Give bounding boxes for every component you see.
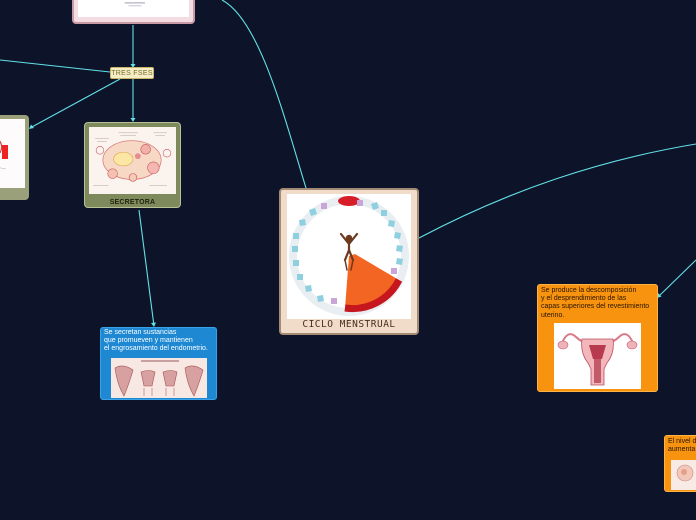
endometrium-image	[111, 358, 207, 398]
central-topic[interactable]: CICLO MENSTRUAL	[279, 188, 419, 335]
arrowhead-left	[29, 124, 34, 129]
connector-left-to-tres	[0, 59, 111, 73]
central-label: CICLO MENSTRUAL	[302, 319, 396, 330]
secretora-node[interactable]: SECRETORA	[84, 122, 181, 208]
partial-detail-node[interactable]: El nivel d aumenta	[664, 435, 696, 492]
connector-right-to-orange	[657, 259, 696, 298]
secretion-detail-text: Se secretan sustancias que promueven y m…	[104, 329, 208, 353]
connector-secretora-to-blue	[138, 209, 155, 327]
partial-detail-text: El nivel d aumenta	[668, 438, 696, 454]
secretion-detail-node[interactable]: Se secretan sustancias que promueven y m…	[100, 327, 217, 400]
connector-central-to-top	[221, 0, 307, 189]
shedding-detail-text: Se produce la descomposición y el despre…	[541, 287, 650, 319]
secretora-label: SECRETORA	[109, 199, 156, 206]
connector-central-to-right	[418, 143, 696, 239]
arrowhead-blue	[151, 322, 156, 327]
partial-node-image	[671, 460, 696, 490]
ovarian-cycle-image	[89, 127, 176, 194]
uterus-image	[554, 323, 641, 389]
hormone-chart-image	[78, 0, 189, 17]
arrowhead-secretora	[130, 118, 136, 122]
left-image-node[interactable]	[0, 115, 29, 200]
arrowhead-tres	[130, 64, 136, 68]
phases-topic[interactable]: TRES FSES	[110, 67, 154, 79]
connector-tres-to-left	[29, 78, 121, 129]
arrowhead-orange	[657, 293, 662, 298]
left-node-image	[0, 119, 25, 188]
shedding-detail-node[interactable]: Se produce la descomposición y el despre…	[537, 284, 658, 392]
menstrual-cycle-wheel-image	[287, 194, 411, 319]
top-image-node[interactable]	[72, 0, 195, 24]
